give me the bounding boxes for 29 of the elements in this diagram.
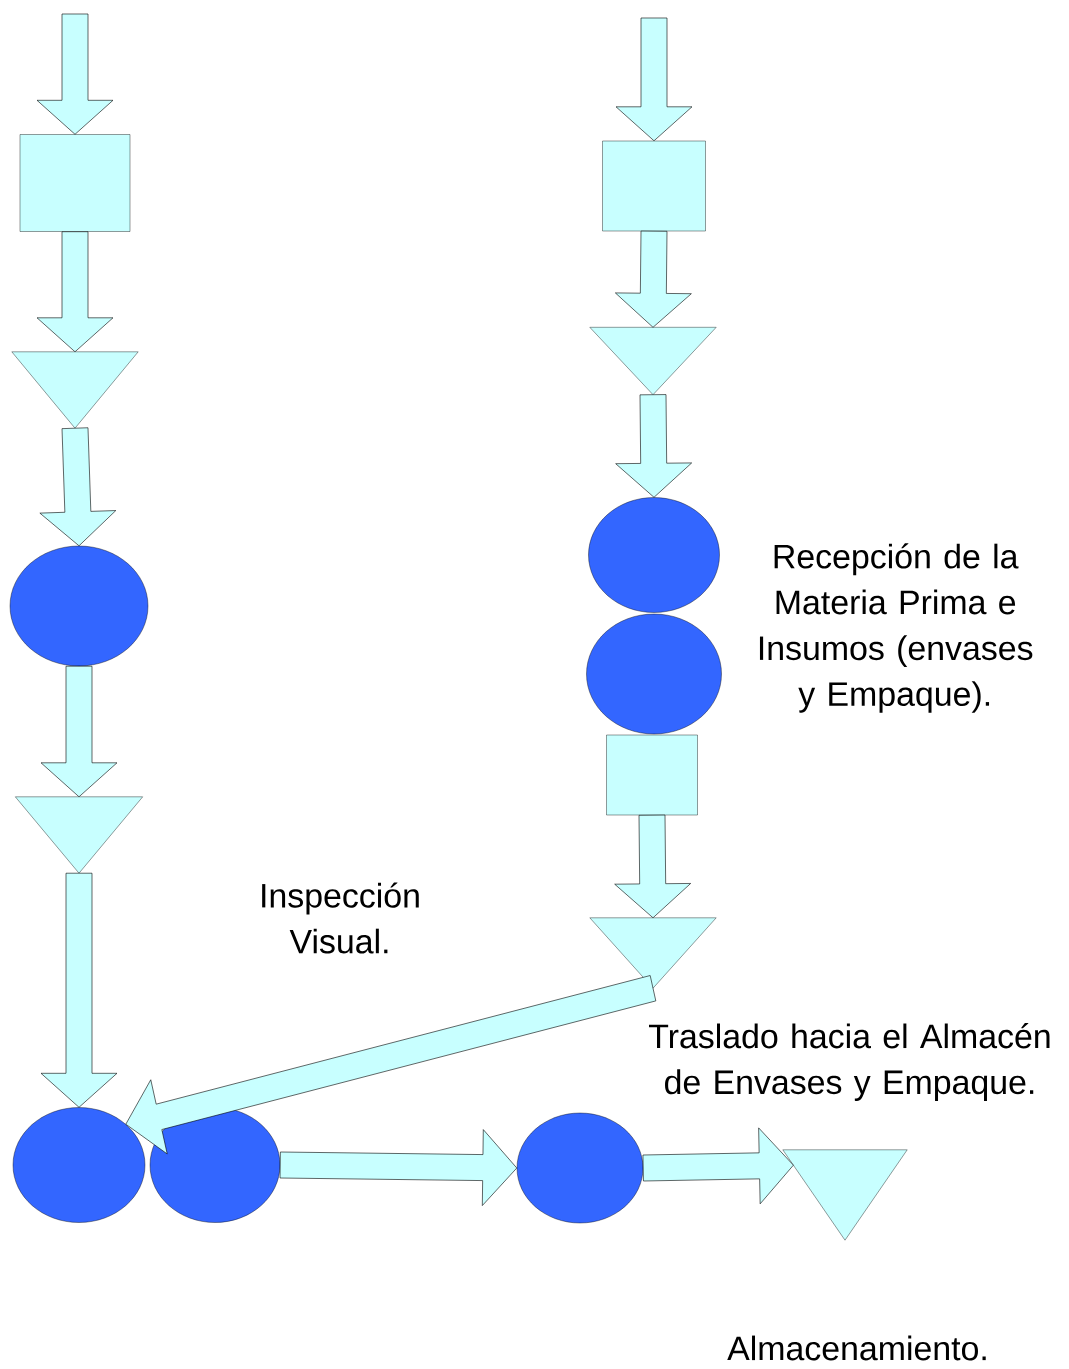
block-arrow [642,1127,794,1205]
circle-symbol [516,1112,644,1224]
block-arrow [279,1129,518,1206]
block-arrow [36,13,114,135]
block-arrow [125,975,657,1155]
block-arrow [615,394,692,498]
circle-symbol [586,613,722,735]
step-label: Almacenamiento. [727,1335,986,1361]
block-arrow [614,814,691,919]
step-label: Inspección Visual. [262,882,419,954]
circle-symbol [9,545,149,667]
triangle-symbol [589,327,717,395]
triangle-symbol [589,917,717,989]
square-symbol [602,140,706,232]
square-symbol [19,134,131,232]
triangle-symbol [782,1149,908,1241]
block-arrow [40,665,118,798]
block-arrow [615,17,693,142]
block-arrow [615,230,692,328]
circle-symbol [588,497,720,613]
triangle-symbol [15,796,143,874]
step-label: Recepción de la Materia Prima e Insumos (envases y Empaque). [759,543,1033,713]
square-symbol [606,734,698,816]
block-arrow [39,427,117,547]
block-arrow [36,231,114,353]
circle-symbol [12,1107,146,1223]
triangle-symbol [11,351,139,429]
block-arrow [40,872,118,1108]
step-label: Traslado hacia el Almacén de Envases y Empaque. [649,1023,1050,1101]
